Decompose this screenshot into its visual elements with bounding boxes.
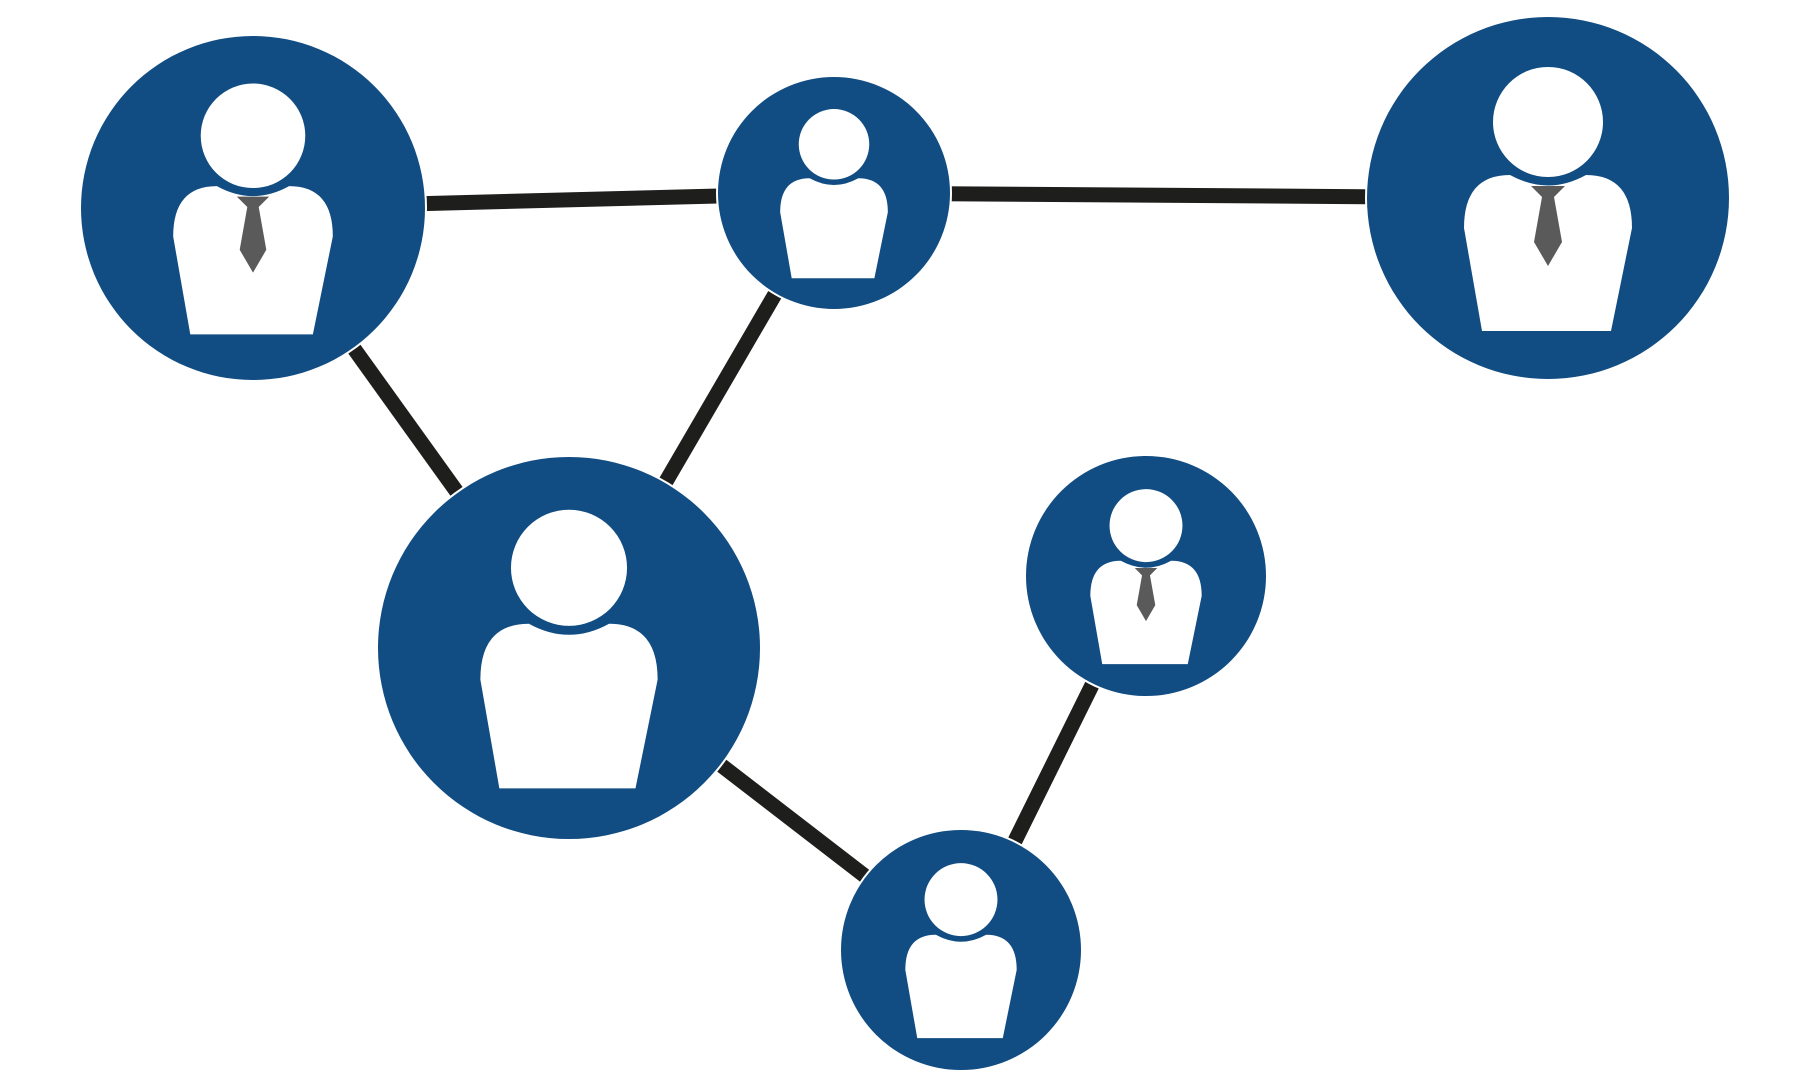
node-n5[interactable]	[1024, 454, 1268, 698]
node-n3[interactable]	[1365, 15, 1731, 381]
necktie-icon	[1531, 186, 1565, 266]
person-head	[510, 509, 628, 626]
person-icon	[480, 509, 658, 789]
person-with-tie-icon	[1090, 489, 1202, 665]
person-icon	[780, 109, 888, 279]
node-n1[interactable]	[79, 34, 427, 382]
person-body	[780, 178, 888, 279]
nodes-layer	[79, 15, 1731, 1072]
person-body	[480, 623, 658, 789]
necktie-icon	[236, 196, 270, 273]
node-n4[interactable]	[376, 455, 762, 841]
person-icon	[905, 863, 1017, 1039]
person-head	[200, 83, 306, 189]
necktie-icon	[1134, 568, 1158, 622]
person-head	[798, 109, 870, 180]
person-body	[905, 934, 1017, 1039]
person-with-tie-icon	[1464, 67, 1632, 331]
person-head	[924, 863, 998, 937]
node-n6[interactable]	[839, 828, 1083, 1072]
person-with-tie-icon	[173, 83, 333, 335]
node-n2[interactable]	[716, 75, 952, 311]
person-head	[1493, 67, 1603, 177]
person-head	[1109, 489, 1183, 563]
